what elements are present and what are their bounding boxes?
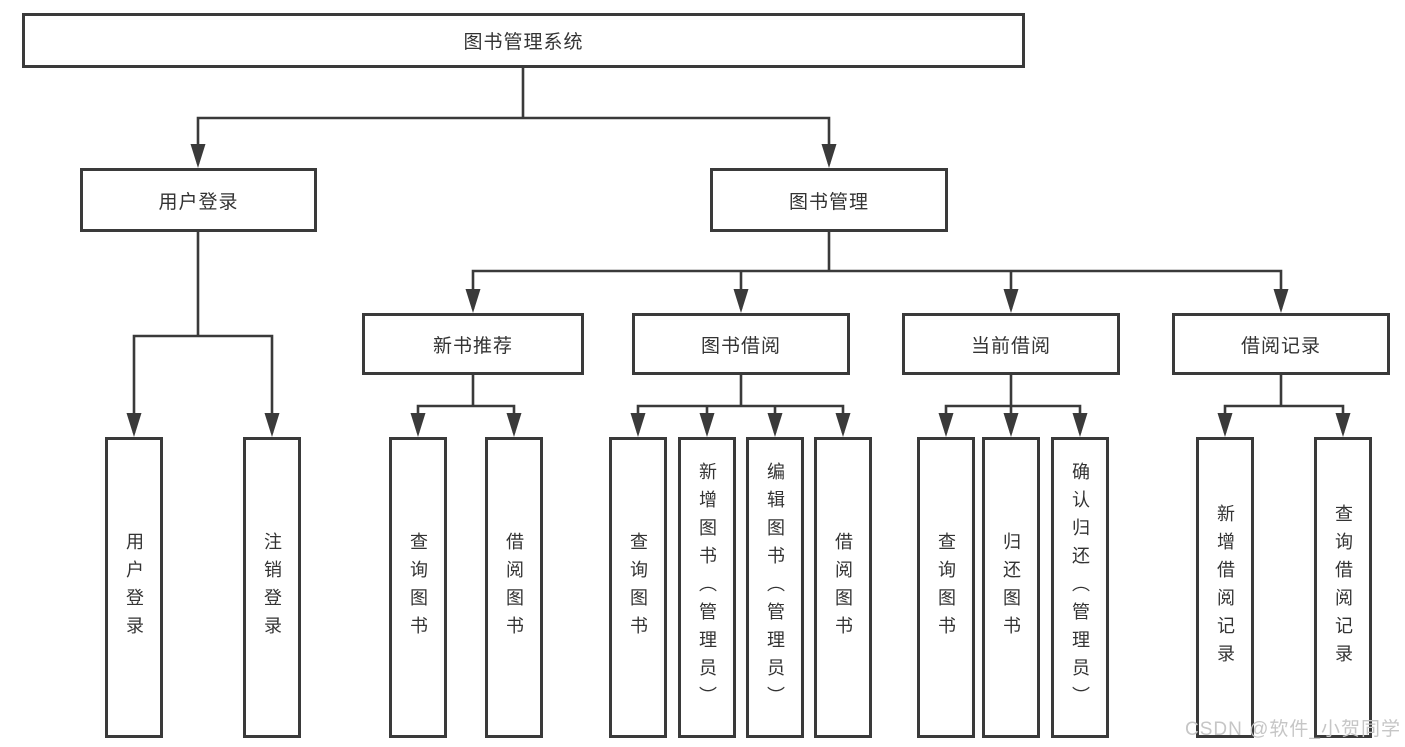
arrowhead [410, 413, 426, 437]
node-user-login: 用户登录 [80, 168, 317, 232]
arrowhead [190, 144, 206, 168]
arrowhead [506, 413, 522, 437]
arrowhead [126, 413, 142, 437]
leaf-logout: 注销登录 [243, 437, 301, 738]
node-book-borrow: 图书借阅 [632, 313, 850, 375]
arrowhead [1335, 413, 1351, 437]
csdn-watermark: CSDN @软件_小贺同学 [1185, 719, 1401, 740]
leaf-user-login: 用户登录 [105, 437, 163, 738]
arrowhead [733, 289, 749, 313]
node-new-book-recommend: 新书推荐 [362, 313, 584, 375]
arrowhead [264, 413, 280, 437]
arrowhead [1072, 413, 1088, 437]
arrowhead [1003, 413, 1019, 437]
arrowhead [821, 144, 837, 168]
node-current-borrow: 当前借阅 [902, 313, 1120, 375]
arrowhead [465, 289, 481, 313]
leaf-confirm-return-admin: 确认归还（管理员） [1051, 437, 1109, 738]
arrowhead [630, 413, 646, 437]
arrowhead [835, 413, 851, 437]
leaf-borrow-book-recommend: 借阅图书 [485, 437, 543, 738]
node-borrow-record: 借阅记录 [1172, 313, 1390, 375]
leaf-query-book-borrow: 查询图书 [609, 437, 667, 738]
leaf-borrow-book: 借阅图书 [814, 437, 872, 738]
arrowhead [1217, 413, 1233, 437]
leaf-add-borrow-record: 新增借阅记录 [1196, 437, 1254, 738]
arrowhead [1003, 289, 1019, 313]
arrowhead [1273, 289, 1289, 313]
leaf-query-book-current: 查询图书 [917, 437, 975, 738]
leaf-add-book-admin: 新增图书（管理员） [678, 437, 736, 738]
arrowhead [767, 413, 783, 437]
leaf-return-book: 归还图书 [982, 437, 1040, 738]
leaf-query-book-recommend: 查询图书 [389, 437, 447, 738]
node-root-library-management-system: 图书管理系统 [22, 13, 1025, 68]
node-book-management: 图书管理 [710, 168, 948, 232]
leaf-query-borrow-record: 查询借阅记录 [1314, 437, 1372, 738]
arrowhead [699, 413, 715, 437]
arrowhead [938, 413, 954, 437]
leaf-edit-book-admin: 编辑图书（管理员） [746, 437, 804, 738]
